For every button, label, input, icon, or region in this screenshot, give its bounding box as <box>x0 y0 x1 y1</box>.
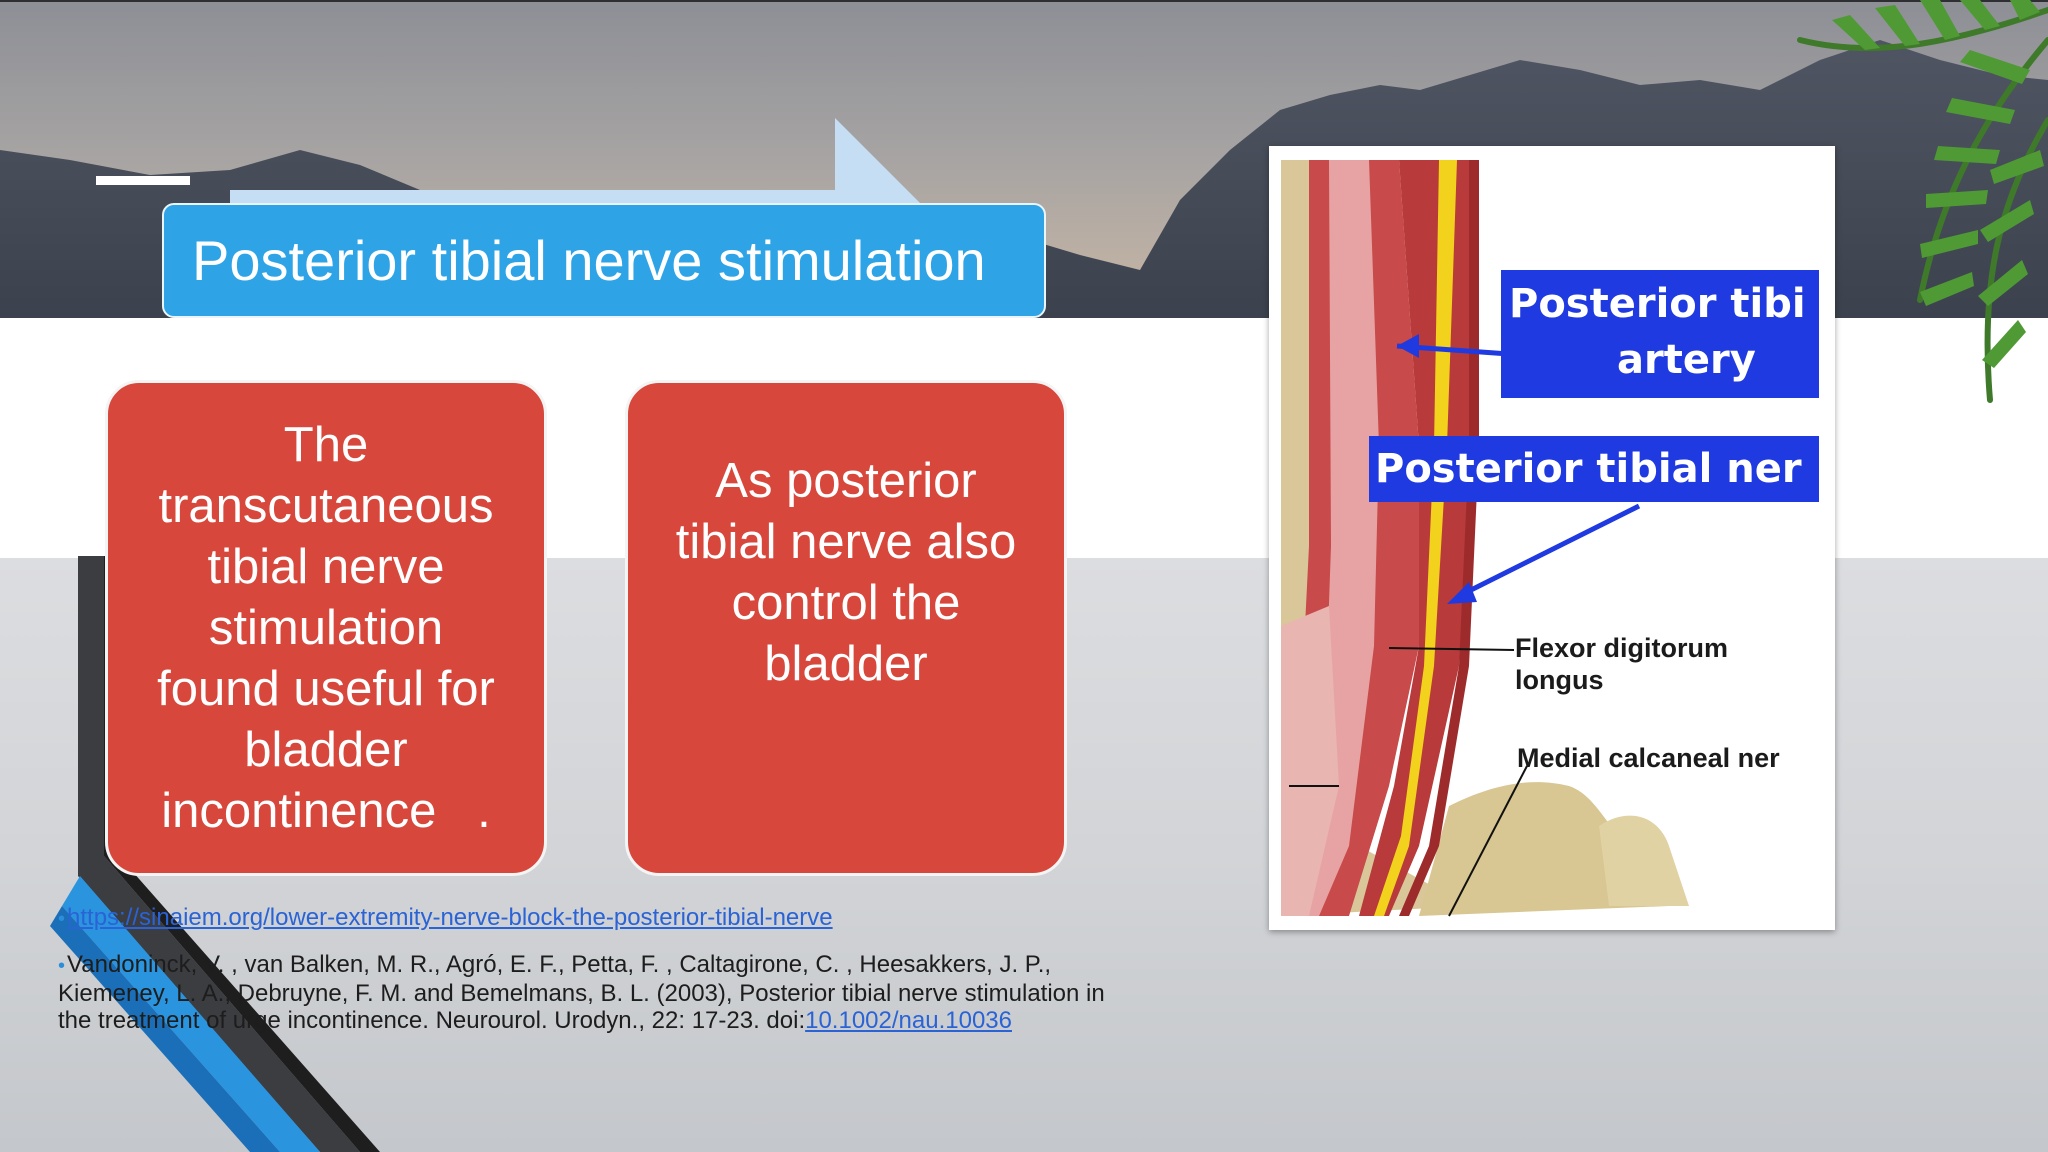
card-line: tibial nerve also <box>675 515 1017 569</box>
artery-label-line: Posterior tibi <box>1509 281 1806 327</box>
references: •https://sinaiem.org/lower-extremity-ner… <box>58 904 1118 1052</box>
card-line: bladder <box>764 637 928 691</box>
palm-leaves-decoration <box>1797 0 2048 403</box>
calcaneal-label-text: Medial calcaneal ner <box>1517 743 1780 773</box>
nerve-label: Posterior tibial ner <box>1369 436 1819 502</box>
flexor-label: Flexor digitorum longus <box>1515 632 1815 696</box>
title-accent-dash <box>96 176 190 185</box>
ankle-anatomy-illustration <box>1281 160 1819 920</box>
slide-title: Posterior tibial nerve stimulation <box>192 229 986 292</box>
chevron-decoration <box>50 556 380 1152</box>
card-line: incontinence . <box>161 783 491 838</box>
card-line: control the <box>731 576 961 630</box>
artery-label-line: artery <box>1617 337 1756 383</box>
slide-title-box: Posterior tibial nerve stimulation <box>162 203 1046 318</box>
card-line: The <box>283 417 369 472</box>
reference-item: •Vandoninck, V. , van Balken, M. R., Agr… <box>58 951 1118 1034</box>
flexor-label-line: longus <box>1515 665 1604 695</box>
card-line: stimulation <box>208 600 444 655</box>
card-line: transcutaneous <box>158 478 494 533</box>
card-line: bladder <box>244 722 408 777</box>
anatomy-figure: Posterior tibi artery Posterior tibial n… <box>1269 146 1835 930</box>
calcaneal-label: Medial calcaneal ner <box>1517 742 1819 774</box>
artery-label: Posterior tibi artery <box>1501 270 1819 398</box>
card-line: tibial nerve <box>207 539 445 594</box>
reference-url-link[interactable]: https://sinaiem.org/lower-extremity-nerv… <box>67 904 833 931</box>
bullet: • <box>58 908 66 930</box>
reference-citation: Vandoninck, V. , van Balken, M. R., Agró… <box>58 951 1105 1034</box>
card-line: As posterior <box>715 454 977 508</box>
flexor-label-line: Flexor digitorum <box>1515 633 1729 663</box>
reference-item: •https://sinaiem.org/lower-extremity-ner… <box>58 904 1118 933</box>
content-card-bladder-control: As posterior tibial nerve also control t… <box>625 380 1067 876</box>
content-card-transcutaneous: The transcutaneous tibial nerve stimulat… <box>105 380 547 876</box>
nerve-label-text: Posterior tibial ner <box>1375 446 1802 492</box>
card-line: found useful for <box>157 661 495 716</box>
doi-link[interactable]: 10.1002/nau.10036 <box>805 1007 1012 1034</box>
bullet: • <box>58 955 66 977</box>
